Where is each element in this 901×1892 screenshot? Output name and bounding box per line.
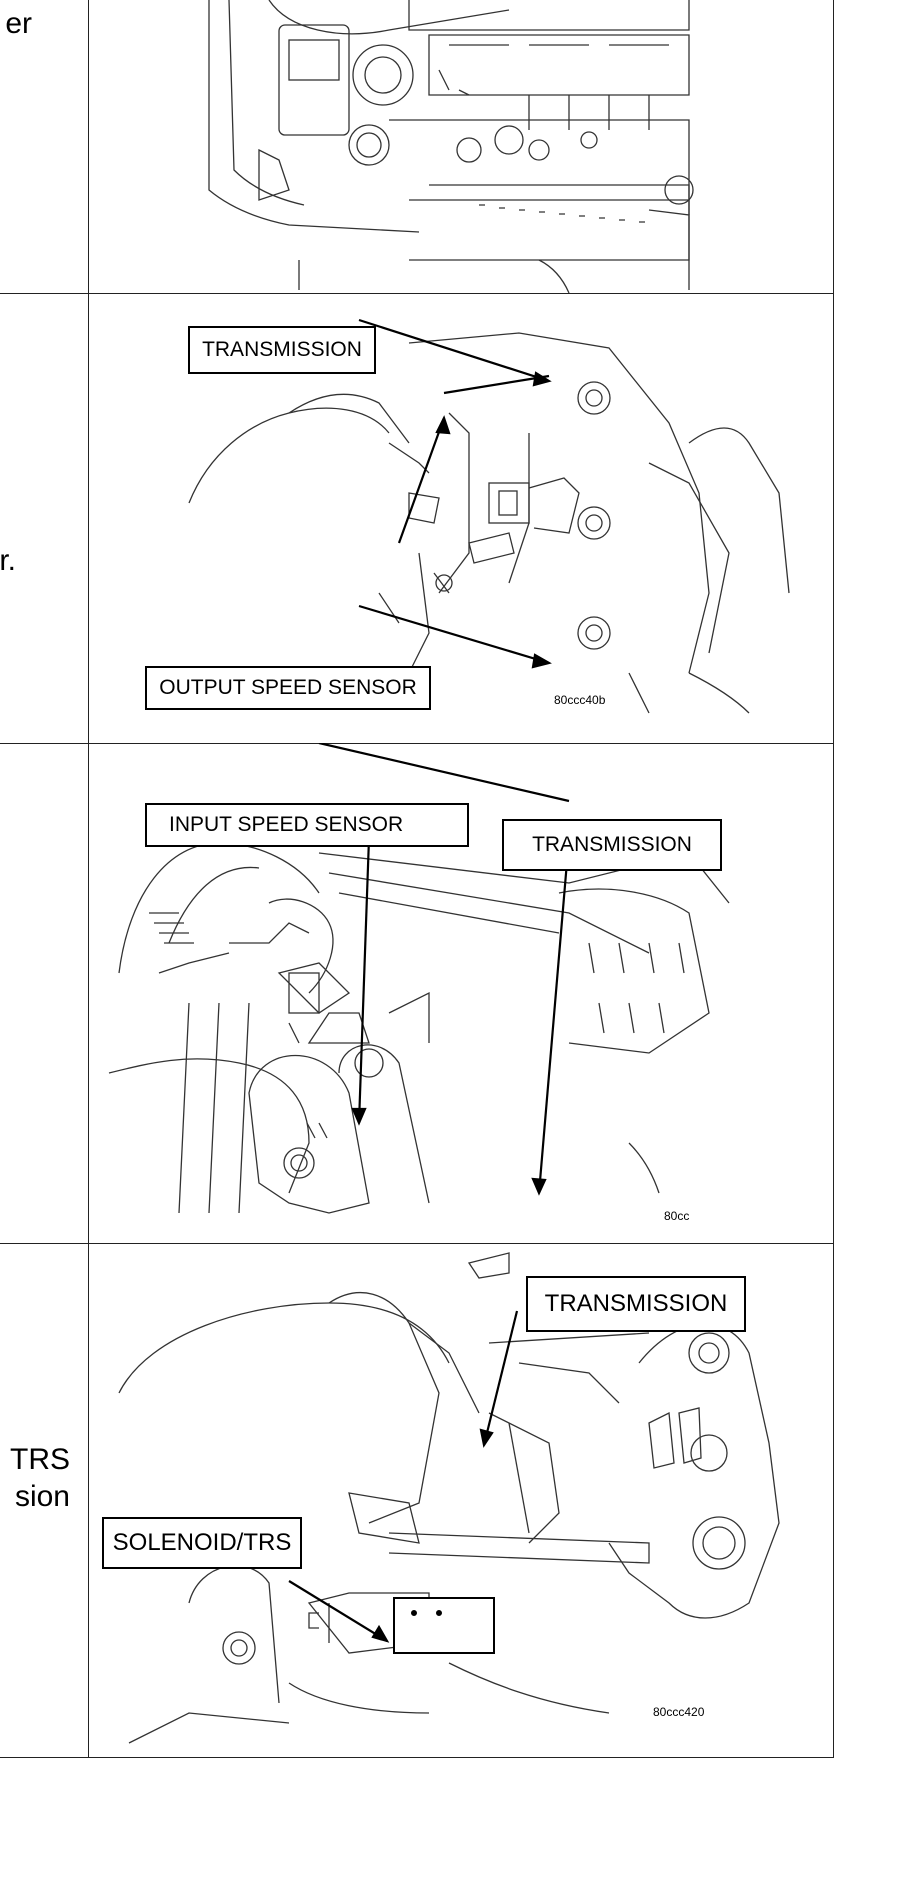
step-text-cell — [0, 743, 88, 1243]
table-column-divider — [88, 0, 89, 1757]
illustration-output-speed-sensor: TRANSMISSION OUTPUT SPEED SENSOR 80ccc40… — [89, 293, 833, 743]
step-text: sion — [14, 1480, 70, 1513]
table-row: TRS sion — [0, 1243, 834, 1758]
figure-code: 80ccc420 — [653, 1705, 705, 1719]
callout-label: OUTPUT SPEED SENSOR — [145, 666, 431, 710]
callout-label: TRANSMISSION — [502, 819, 722, 871]
step-text-cell: er — [0, 0, 88, 293]
table-row: INPUT SPEED SENSOR TRANSMISSION 80cc — [0, 743, 834, 1244]
step-text: TRS — [10, 1443, 70, 1476]
figure-code: 80cc — [664, 1209, 690, 1223]
step-text: r. — [0, 544, 16, 577]
figure-code: 80ccc40b — [554, 693, 606, 707]
step-text-cell: r. — [0, 293, 88, 743]
callout-label: TRANSMISSION — [188, 326, 376, 374]
step-text-cell: TRS sion — [0, 1243, 88, 1757]
callout-label: INPUT SPEED SENSOR — [145, 803, 469, 847]
input-sensor-drawing — [108, 743, 730, 1214]
output-sensor-drawing — [188, 318, 790, 714]
illustration-input-speed-sensor: INPUT SPEED SENSOR TRANSMISSION 80cc — [89, 743, 833, 1243]
table-row: r. — [0, 293, 834, 744]
engine-drawing — [208, 0, 694, 293]
table-right-border — [833, 0, 834, 1757]
table-row: er — [0, 0, 834, 294]
step-text: er — [5, 7, 32, 40]
illustration-solenoid-trs: TRANSMISSION SOLENOID/TRS 80ccc420 — [89, 1243, 833, 1757]
callout-label: SOLENOID/TRS — [102, 1517, 302, 1569]
callout-label: TRANSMISSION — [526, 1276, 746, 1332]
solenoid-drawing — [118, 1252, 780, 1744]
illustration-engine — [89, 0, 833, 293]
